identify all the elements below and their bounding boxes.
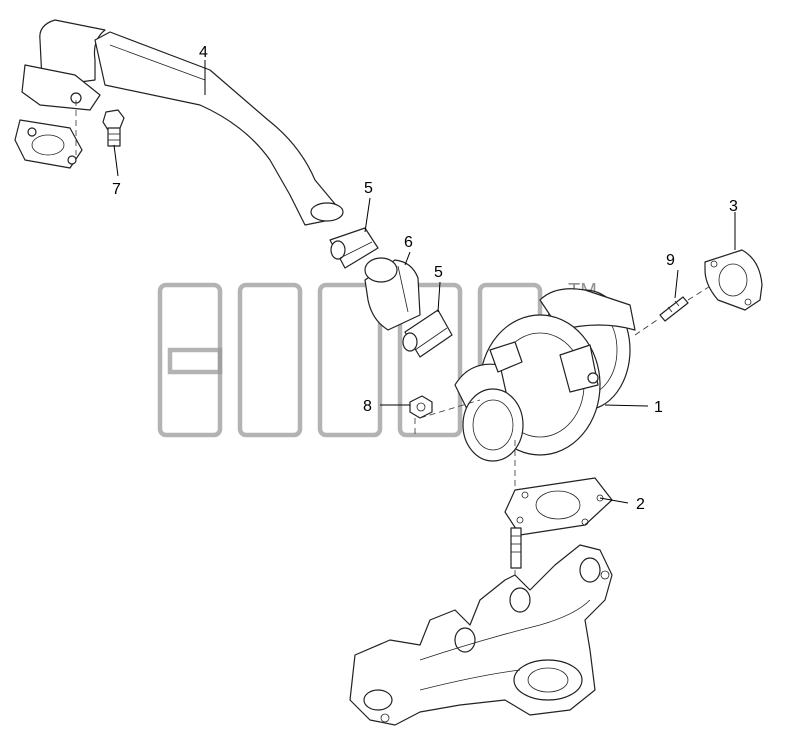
callout-2: 2 (636, 496, 645, 513)
callout-8: 7 (112, 181, 121, 198)
rubber-hose (364, 257, 421, 331)
watermark-logo: TM (157, 280, 597, 438)
callout-6: 6 (404, 234, 413, 251)
callout-4: 4 (199, 44, 208, 61)
gasket-oil (704, 249, 763, 311)
leader-lines (113, 60, 736, 504)
callout-5-upper: 5 (364, 180, 373, 197)
exhaust-manifold (349, 544, 613, 726)
callout-3: 3 (729, 198, 738, 215)
hose-clamp-lower (402, 309, 453, 358)
manifold-stud (510, 527, 522, 569)
gasket-exhaust (504, 477, 613, 536)
nut (409, 395, 481, 435)
callout-labels: 4 7 5 6 5 9 3 1 2 8 (112, 44, 738, 513)
callout-7: 8 (363, 398, 372, 415)
stud (634, 279, 721, 336)
hose-clamp-upper (329, 227, 379, 269)
turbocharger (454, 288, 636, 700)
callout-1: 1 (654, 399, 663, 416)
intake-pipe (14, 19, 344, 226)
callout-5-lower: 5 (434, 264, 443, 281)
bolt (102, 109, 125, 147)
callout-9: 9 (666, 252, 675, 269)
